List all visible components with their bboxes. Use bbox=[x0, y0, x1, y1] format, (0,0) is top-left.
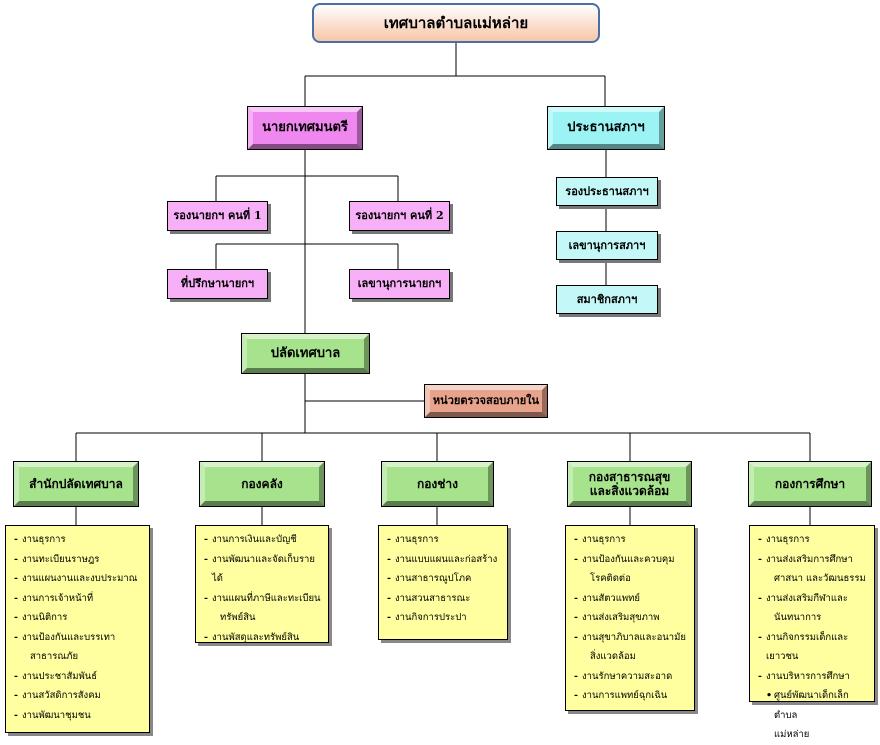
department-box: กองคลัง bbox=[199, 461, 325, 507]
list-item: งานแผนงานและงบประมาณ bbox=[14, 569, 143, 589]
council-chair-box: ประธานสภาฯ bbox=[547, 106, 665, 150]
list-item: งานธุรการ bbox=[758, 530, 868, 550]
list-item: งานป้องกันและควบคุม bbox=[574, 550, 688, 570]
deputy-mayor-1-label: รองนายกฯ คนที่ 1 bbox=[173, 209, 262, 223]
vice-council-chair-box: รองประธานสภาฯ bbox=[556, 177, 658, 206]
department-task-list: งานธุรการ งานส่งเสริมการศึกษา ศาสนา และว… bbox=[749, 525, 875, 740]
department-task-list: งานธุรการ งานทะเบียนราษฎร งานแผนงานและงบ… bbox=[5, 525, 150, 733]
council-secretary-label: เลขานุการสภาฯ bbox=[568, 238, 646, 252]
internal-audit-label: หน่วยตรวจสอบภายใน bbox=[432, 394, 540, 408]
department-box: กองสาธารณสุข และสิ่งแวดล้อม bbox=[567, 461, 692, 507]
deputy-mayor-2-box: รองนายกฯ คนที่ 2 bbox=[349, 201, 450, 231]
mayor-label: นายกเทศมนตรี bbox=[262, 120, 348, 136]
municipal-clerk-box: ปลัดเทศบาล bbox=[241, 333, 370, 374]
list-item: แม่หล่าย bbox=[774, 729, 810, 740]
municipal-clerk-label: ปลัดเทศบาล bbox=[270, 345, 341, 361]
list-item: งานสุขาภิบาลและอนามัย bbox=[574, 628, 688, 648]
department-label: กองสาธารณสุข และสิ่งแวดล้อม bbox=[589, 470, 671, 499]
department-box: กองการศึกษา bbox=[748, 461, 872, 507]
list-item: งานการเจ้าหน้าที่ bbox=[14, 589, 143, 609]
mayor-box: นายกเทศมนตรี bbox=[247, 106, 363, 150]
list-item: งานพัฒนาและจัดเก็บรายได้ bbox=[204, 550, 322, 589]
list-item: งานการเงินและบัญชี bbox=[204, 530, 322, 550]
list-item: งานสวนสาธารณะ bbox=[387, 589, 501, 609]
list-item: งานพัฒนาชุมชน bbox=[14, 706, 143, 726]
list-item: งานสวัสดิการสังคม bbox=[14, 686, 143, 706]
list-item: งานทะเบียนราษฎร bbox=[14, 550, 143, 570]
department-task-list: งานธุรการ งานป้องกันและควบคุม โรคติดต่อ … bbox=[565, 525, 695, 711]
department-task-list: งานธุรการ งานแบบแผนและก่อสร้าง งานสาธารณ… bbox=[378, 525, 508, 640]
deputy-mayor-1-box: รองนายกฯ คนที่ 1 bbox=[167, 201, 268, 231]
council-member-label: สมาชิกสภาฯ bbox=[576, 292, 638, 306]
list-item: งานแผนที่ภาษีและทะเบียน bbox=[204, 589, 322, 609]
deputy-mayor-2-label: รองนายกฯ คนที่ 2 bbox=[355, 209, 444, 223]
list-item: งานสัตวแพทย์ bbox=[574, 589, 688, 609]
list-item: ศูนย์พัฒนาเด็กเล็กตำบล bbox=[758, 686, 868, 725]
top-organization-label: เทศบาลตำบลแม่หล่าย bbox=[383, 14, 529, 32]
council-secretary-box: เลขานุการสภาฯ bbox=[556, 231, 658, 260]
department-box: กองช่าง bbox=[381, 461, 494, 507]
list-item: งานนิติการ bbox=[14, 608, 143, 628]
list-item: ทรัพย์สิน bbox=[220, 612, 256, 623]
mayor-secretary-label: เลขานุการนายกฯ bbox=[357, 277, 442, 291]
list-item: งานการแพทย์ฉุกเฉิน bbox=[574, 686, 688, 706]
council-member-box: สมาชิกสภาฯ bbox=[556, 285, 658, 314]
list-item: งานบริหารการศึกษา bbox=[758, 667, 868, 687]
council-chair-label: ประธานสภาฯ bbox=[567, 120, 645, 136]
department-label: กองการศึกษา bbox=[774, 476, 846, 491]
list-item: งานธุรการ bbox=[14, 530, 143, 550]
list-item: ศาสนา และวัฒนธรรม bbox=[774, 573, 866, 584]
list-item: งานรักษาความสะอาด bbox=[574, 667, 688, 687]
list-item: งานกิจกรรมเด็กและเยาวชน bbox=[758, 628, 868, 667]
list-item: นันทนาการ bbox=[774, 612, 822, 623]
top-organization-box: เทศบาลตำบลแม่หล่าย bbox=[312, 3, 600, 43]
list-item: โรคติดต่อ bbox=[590, 573, 631, 584]
department-label-line: กองสาธารณสุข bbox=[588, 469, 671, 484]
department-label: กองช่าง bbox=[416, 476, 459, 491]
mayor-secretary-box: เลขานุการนายกฯ bbox=[349, 269, 450, 299]
department-task-list: งานการเงินและบัญชี งานพัฒนาและจัดเก็บราย… bbox=[195, 525, 329, 647]
department-label-line: และสิ่งแวดล้อม bbox=[589, 484, 670, 498]
list-item: งานธุรการ bbox=[574, 530, 688, 550]
list-item: สิ่งแวดล้อม bbox=[590, 651, 636, 662]
list-item: งานสาธารณูปโภค bbox=[387, 569, 501, 589]
department-label: กองคลัง bbox=[241, 476, 283, 491]
list-item: งานส่งเสริมสุขภาพ bbox=[574, 608, 688, 628]
vice-council-chair-label: รองประธานสภาฯ bbox=[565, 184, 649, 198]
list-item: งานพัสดุและทรัพย์สิน bbox=[204, 628, 322, 648]
list-item: งานธุรการ bbox=[387, 530, 501, 550]
department-label: สำนักปลัดเทศบาล bbox=[29, 476, 123, 491]
list-item: งานส่งเสริมกีฬาและ bbox=[758, 589, 868, 609]
list-item: งานประชาสัมพันธ์ bbox=[14, 667, 143, 687]
list-item: งานส่งเสริมการศึกษา bbox=[758, 550, 868, 570]
internal-audit-box: หน่วยตรวจสอบภายใน bbox=[424, 384, 548, 418]
list-item: งานแบบแผนและก่อสร้าง bbox=[387, 550, 501, 570]
list-item: งานกิจการประปา bbox=[387, 608, 501, 628]
mayor-advisor-label: ที่ปรึกษานายกฯ bbox=[180, 277, 255, 291]
list-item: สาธารณภัย bbox=[30, 651, 79, 662]
list-item: งานป้องกันและบรรเทา bbox=[14, 628, 143, 648]
department-box: สำนักปลัดเทศบาล bbox=[13, 461, 139, 507]
mayor-advisor-box: ที่ปรึกษานายกฯ bbox=[167, 269, 268, 299]
